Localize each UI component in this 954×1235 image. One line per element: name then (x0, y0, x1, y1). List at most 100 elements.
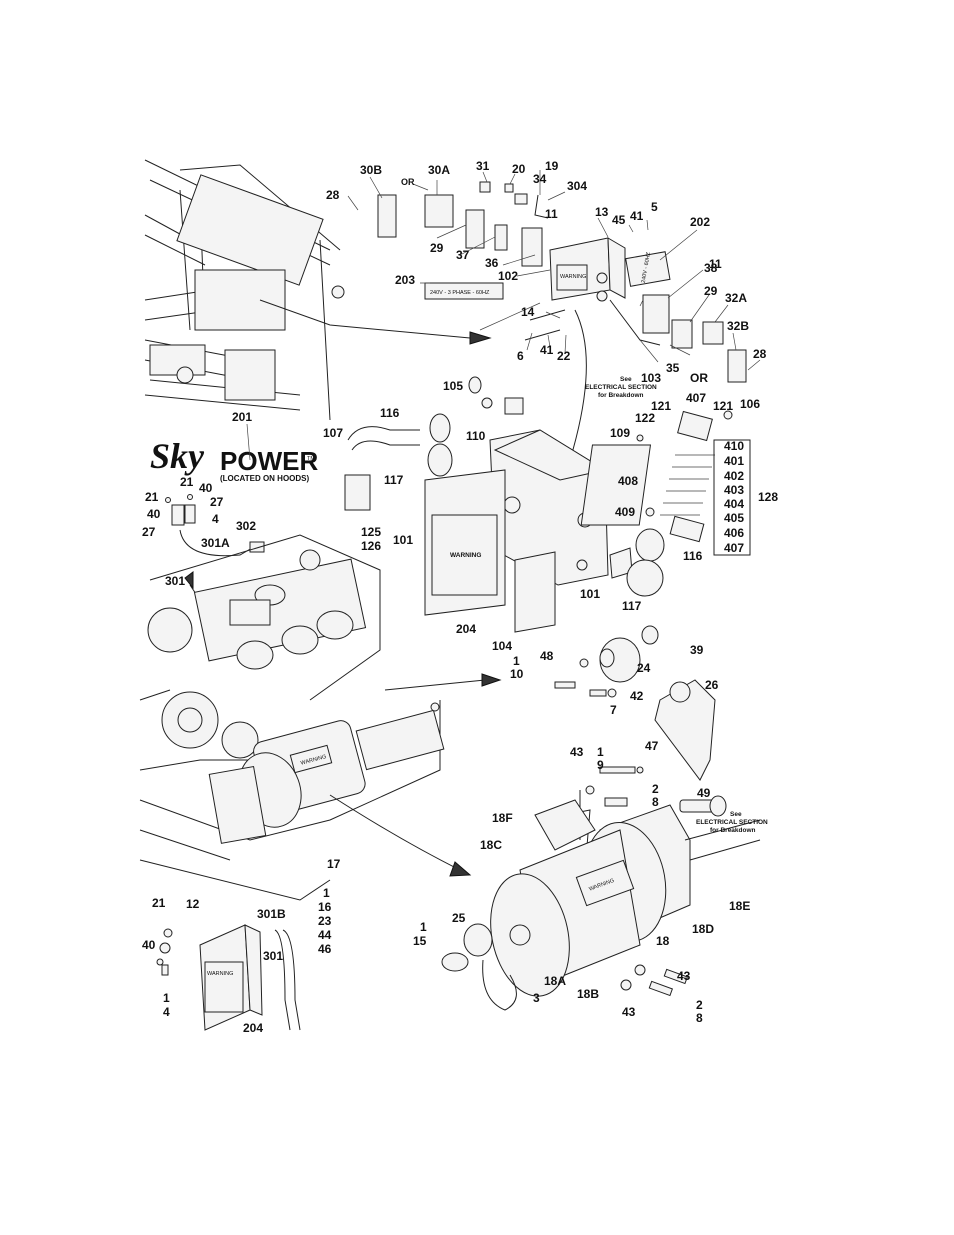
callout-11b: 11 (709, 257, 722, 271)
callout-43a: 43 (570, 745, 584, 759)
callout-OR2: OR (690, 371, 708, 385)
callout-109: 109 (610, 426, 630, 440)
callout-17: 17 (327, 857, 341, 871)
control-box: WARNING 240V - 60HZ 240V - 3 PHASE - 60H… (377, 181, 747, 472)
callout-121a: 121 (651, 399, 671, 413)
callout-4b: 4 (163, 1005, 170, 1019)
callout-409: 409 (615, 505, 635, 519)
junction-box-101: WARNING (344, 376, 665, 633)
callout-14: 14 (521, 305, 535, 319)
platform-frame (144, 159, 492, 421)
callout-407a: 407 (686, 391, 706, 405)
callout-107: 107 (323, 426, 343, 440)
callout-4a: 4 (212, 512, 219, 526)
callout-40a: 40 (199, 481, 213, 495)
callout-301A: 301A (201, 536, 230, 550)
callout-301b: 301 (263, 949, 283, 963)
callout-15: 15 (413, 934, 427, 948)
callout-1d: 1 (163, 991, 170, 1005)
callout-29a: 29 (430, 241, 444, 255)
callout-18D: 18D (692, 922, 714, 936)
callout-47: 47 (645, 739, 659, 753)
callout-25: 25 (452, 911, 466, 925)
leader-lines (246, 170, 761, 461)
callout-16: 16 (318, 900, 332, 914)
callout-202: 202 (690, 215, 710, 229)
callout-18C: 18C (480, 838, 502, 852)
callout-5: 5 (651, 200, 658, 214)
note-breakdown-1: for Breakdown (598, 392, 644, 399)
callout-18B: 18B (577, 987, 599, 1001)
callout-128: 128 (758, 490, 778, 504)
callout-18E: 18E (729, 899, 750, 913)
callout-408: 408 (618, 474, 638, 488)
callout-101b: 101 (580, 587, 600, 601)
callout-41a: 41 (630, 209, 644, 223)
callout-121b: 121 (713, 399, 733, 413)
callout-2b: 2 (696, 998, 703, 1012)
callout-46: 46 (318, 942, 332, 956)
callout-18A: 18A (544, 974, 566, 988)
callout-36: 36 (485, 256, 499, 270)
callout-31: 31 (476, 159, 490, 173)
terminal-block-128 (580, 410, 751, 556)
callout-41b: 41 (540, 343, 554, 357)
callout-37: 37 (456, 248, 470, 262)
callout-1a: 1 (513, 654, 520, 668)
callout-106: 106 (740, 397, 760, 411)
bottom-control-box: WARNING (156, 924, 301, 1031)
logo-located-text: (LOCATED ON HOODS) (220, 474, 310, 483)
callout-48: 48 (540, 649, 554, 663)
callout-104: 104 (492, 639, 512, 653)
callout-21a: 21 (180, 475, 194, 489)
callout-21-bottom: 21 (152, 896, 166, 910)
callout-40c: 40 (142, 938, 156, 952)
generator-assembly: WARNING (441, 785, 761, 1011)
callout-45: 45 (612, 213, 626, 227)
callout-103: 103 (641, 371, 661, 385)
callout-116b: 116 (683, 549, 703, 563)
plate-203-text: 240V - 3 PHASE - 60HZ (430, 290, 490, 296)
callout-304: 304 (567, 179, 587, 193)
warning-decal-204-text: WARNING (450, 552, 481, 559)
callout-204a: 204 (456, 622, 476, 636)
callout-34: 34 (533, 172, 547, 186)
note-see-1: See (620, 376, 632, 383)
logo-power-text: POWER (220, 446, 318, 476)
callout-407b: 407 (724, 541, 744, 555)
callout-28b: 28 (753, 347, 767, 361)
callout-20: 20 (512, 162, 526, 176)
callouts: 30B 30A 31 20 19 34 304 28 OR 11 13 45 4… (142, 159, 778, 1035)
callout-23: 23 (318, 914, 332, 928)
callout-39: 39 (690, 643, 704, 657)
callout-10: 10 (510, 667, 524, 681)
callout-116a: 116 (380, 406, 400, 420)
callout-9: 9 (597, 758, 604, 772)
warning-decal-text: WARNING (560, 274, 586, 280)
callout-101a: 101 (393, 533, 413, 547)
callout-8a: 8 (652, 795, 659, 809)
callout-30A: 30A (428, 163, 450, 177)
note-see-2: See (730, 811, 742, 818)
callout-29b: 29 (704, 284, 718, 298)
callout-8b: 8 (696, 1011, 703, 1025)
callout-32B: 32B (727, 319, 749, 333)
callout-22: 22 (557, 349, 571, 363)
skypower-logo: Sky POWER TM (LOCATED ON HOODS) (150, 436, 318, 483)
callout-35: 35 (666, 361, 680, 375)
callout-OR1: OR (401, 177, 415, 187)
callout-203: 203 (395, 273, 415, 287)
callout-49: 49 (697, 786, 711, 800)
callout-204b: 204 (243, 1021, 263, 1035)
bottom-warning-text: WARNING (207, 971, 233, 977)
callout-1e: 1 (420, 920, 427, 934)
callout-302: 302 (236, 519, 256, 533)
callout-105: 105 (443, 379, 463, 393)
callout-402: 402 (724, 469, 744, 483)
callout-201: 201 (232, 410, 252, 424)
callout-401: 401 (724, 454, 744, 468)
callout-30B: 30B (360, 163, 382, 177)
callout-19: 19 (545, 159, 559, 173)
callout-122: 122 (635, 411, 655, 425)
